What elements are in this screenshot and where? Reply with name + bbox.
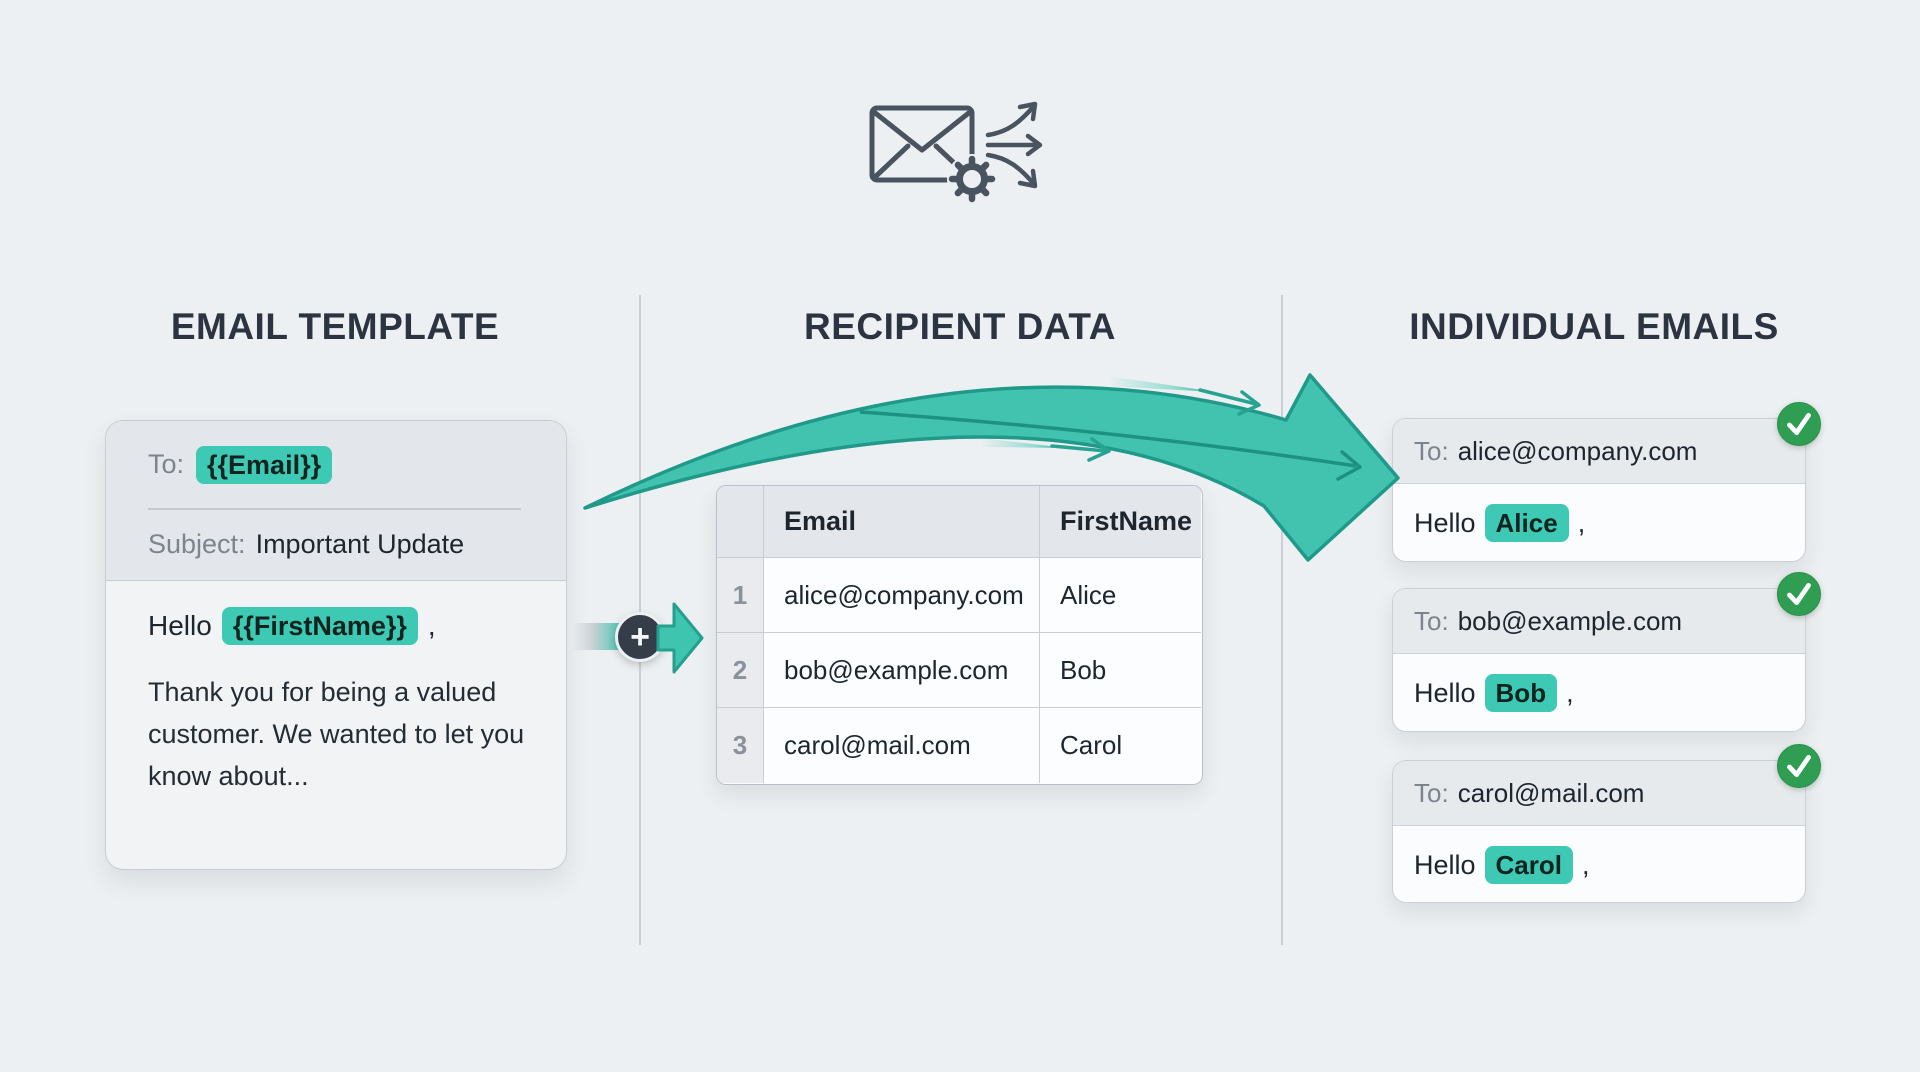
template-paragraph: Thank you for being a valued customer. W… [148, 676, 525, 791]
swoosh-body [583, 373, 1400, 562]
to-label: To: [148, 449, 185, 479]
email-card-header: To: bob@example.com [1393, 589, 1805, 654]
cell-email: carol@mail.com [764, 708, 1040, 783]
template-body: Hello {{FirstName}} , Thank you for bein… [106, 581, 566, 797]
merge-swoosh-arrow [583, 373, 1400, 562]
merged-name-chip: Carol [1484, 846, 1573, 884]
email-card-body: Hello Carol , [1393, 826, 1805, 902]
gear-icon [948, 155, 996, 203]
success-check-icon [1777, 402, 1821, 446]
email-card-bob: To: bob@example.com Hello Bob , [1392, 588, 1806, 732]
mail-merge-icon [869, 101, 1043, 204]
greeting-suffix: , [1566, 677, 1574, 708]
heading-email-template: EMAIL TEMPLATE [170, 306, 500, 347]
greeting-suffix: , [1577, 507, 1586, 538]
comet-arrow-upper [1108, 376, 1261, 416]
greeting-suffix: , [427, 609, 436, 641]
greeting-prefix: Hello [1414, 677, 1476, 708]
row-number: 2 [717, 633, 764, 708]
checkmark-icon [1787, 413, 1811, 435]
to-label: To: [1414, 605, 1449, 636]
template-to-row: To: {{Email}} [106, 421, 566, 508]
greeting-suffix: , [1582, 849, 1590, 880]
greeting-prefix: Hello [1414, 507, 1476, 538]
checkmark-icon [1787, 583, 1811, 605]
to-address: carol@mail.com [1457, 777, 1645, 808]
to-label: To: [1414, 435, 1449, 466]
checkmark-icon [1787, 755, 1811, 777]
heading-individual-emails: INDIVIDUAL EMAILS [1409, 306, 1779, 347]
greeting-prefix: Hello [1414, 849, 1476, 880]
plus-glyph: + [630, 618, 650, 656]
divider-right [1281, 295, 1283, 945]
email-card-body: Hello Alice , [1393, 484, 1805, 561]
to-address: alice@company.com [1457, 435, 1698, 466]
merged-name-chip: Bob [1484, 674, 1558, 712]
to-label: To: [1414, 777, 1449, 808]
to-address: bob@example.com [1457, 605, 1683, 636]
template-header-rule [148, 508, 521, 510]
template-subject-row: Subject: Important Update [106, 510, 566, 580]
cell-email: alice@company.com [764, 558, 1040, 633]
fan-out-arrows-icon [985, 101, 1043, 189]
merged-name-chip: Alice [1484, 504, 1569, 542]
subject-value: Important Update [255, 529, 465, 559]
email-card-header: To: alice@company.com [1393, 419, 1805, 484]
comet-arrow-lower [980, 437, 1111, 462]
heading-recipient-data: RECIPIENT DATA [804, 306, 1116, 347]
email-card-header: To: carol@mail.com [1393, 761, 1805, 826]
email-variable-chip: {{Email}} [196, 445, 333, 484]
template-header: To: {{Email}} Subject: Important Update [106, 421, 566, 581]
email-card-body: Hello Bob , [1393, 654, 1805, 731]
table-corner-cell [717, 486, 764, 558]
cell-email: bob@example.com [764, 633, 1040, 708]
cell-firstname: Bob [1040, 633, 1201, 708]
row-number: 3 [717, 708, 764, 783]
greeting-prefix: Hello [148, 609, 212, 641]
email-card-carol: To: carol@mail.com Hello Carol , [1392, 760, 1806, 903]
success-check-icon [1777, 572, 1821, 616]
firstname-variable-chip: {{FirstName}} [221, 606, 418, 645]
email-template-card: To: {{Email}} Subject: Important Update … [105, 420, 567, 870]
template-greeting: Hello {{FirstName}} , [148, 606, 524, 645]
subject-label: Subject: [148, 529, 246, 559]
success-check-icon [1777, 744, 1821, 788]
merge-arrow-icon [656, 602, 704, 674]
table-header-email: Email [764, 486, 1040, 558]
cell-firstname: Alice [1040, 558, 1201, 633]
email-card-alice: To: alice@company.com Hello Alice , [1392, 418, 1806, 562]
recipient-table: Email FirstName 1 alice@company.com Alic… [716, 485, 1203, 785]
row-number: 1 [717, 558, 764, 633]
envelope-icon [869, 105, 975, 183]
cell-firstname: Carol [1040, 708, 1201, 783]
swoosh-inner-line [859, 410, 1357, 468]
table-header-firstname: FirstName [1040, 486, 1201, 558]
